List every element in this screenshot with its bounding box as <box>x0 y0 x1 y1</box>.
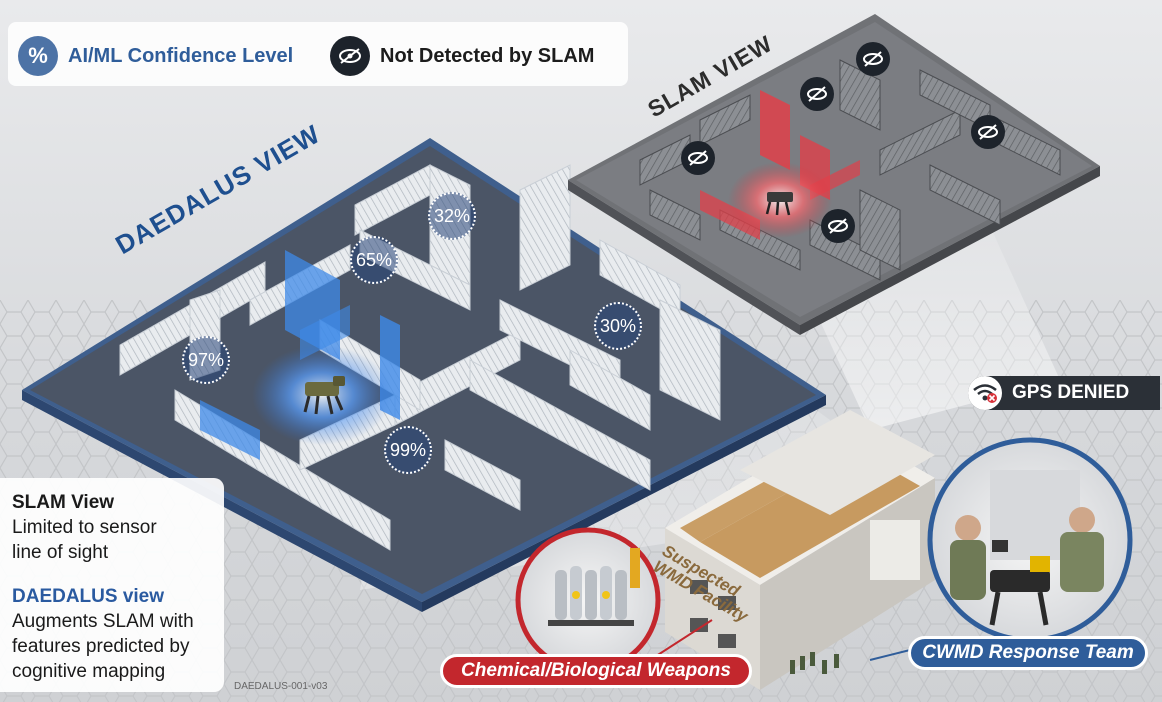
eye-slash-icon <box>330 36 370 76</box>
confidence-badge: 97% <box>182 336 230 384</box>
daedalus-description-line: features predicted by <box>12 636 190 657</box>
legend-panel <box>8 22 628 86</box>
document-id: DAEDALUS-001-v03 <box>234 681 328 692</box>
confidence-badge: 32% <box>428 192 476 240</box>
confidence-badge: 99% <box>384 426 432 474</box>
legend-not-detected-label: Not Detected by SLAM <box>380 44 595 67</box>
slam-description-line: Limited to sensor <box>12 517 157 538</box>
daedalus-description-line: cognitive mapping <box>12 661 166 682</box>
eye-slash-icon <box>856 42 890 76</box>
chemical-weapons-callout: Chemical/Biological Weapons <box>440 654 752 688</box>
soldier-figures <box>790 652 839 674</box>
eye-slash-icon <box>800 77 834 111</box>
cwmd-team-callout: CWMD Response Team <box>908 636 1148 670</box>
legend-not-detected: Not Detected by SLAM <box>330 36 594 76</box>
wifi-denied-icon <box>968 376 1002 410</box>
slam-view-heading: SLAM View <box>12 492 115 513</box>
slam-description-line: line of sight <box>12 542 109 563</box>
confidence-badge: 30% <box>594 302 642 350</box>
gps-denied-badge: GPS DENIED <box>968 376 1160 410</box>
cwmd-leader-line <box>869 649 911 661</box>
chem-leader-line <box>649 619 713 661</box>
confidence-badge: 65% <box>350 236 398 284</box>
info-panel <box>0 478 224 692</box>
legend-confidence-label: AI/ML Confidence Level <box>68 44 294 67</box>
percent-icon: % <box>18 36 58 76</box>
legend-confidence: % AI/ML Confidence Level <box>18 36 293 76</box>
chemical-weapons-inset <box>515 527 661 673</box>
daedalus-description-line: Augments SLAM with <box>12 611 194 632</box>
slam-robot-dog <box>765 192 793 216</box>
cwmd-team-inset <box>927 437 1133 643</box>
slam-eye-slash-markers <box>681 42 1005 243</box>
wmd-facility-building <box>665 410 935 690</box>
daedalus-robot-dog <box>303 376 345 415</box>
slam-platform <box>568 14 1100 335</box>
eye-slash-icon <box>821 209 855 243</box>
eye-slash-icon <box>681 141 715 175</box>
eye-slash-icon <box>971 115 1005 149</box>
daedalus-view-heading: DAEDALUS view <box>12 586 165 607</box>
gps-denied-label: GPS DENIED <box>1012 382 1130 403</box>
